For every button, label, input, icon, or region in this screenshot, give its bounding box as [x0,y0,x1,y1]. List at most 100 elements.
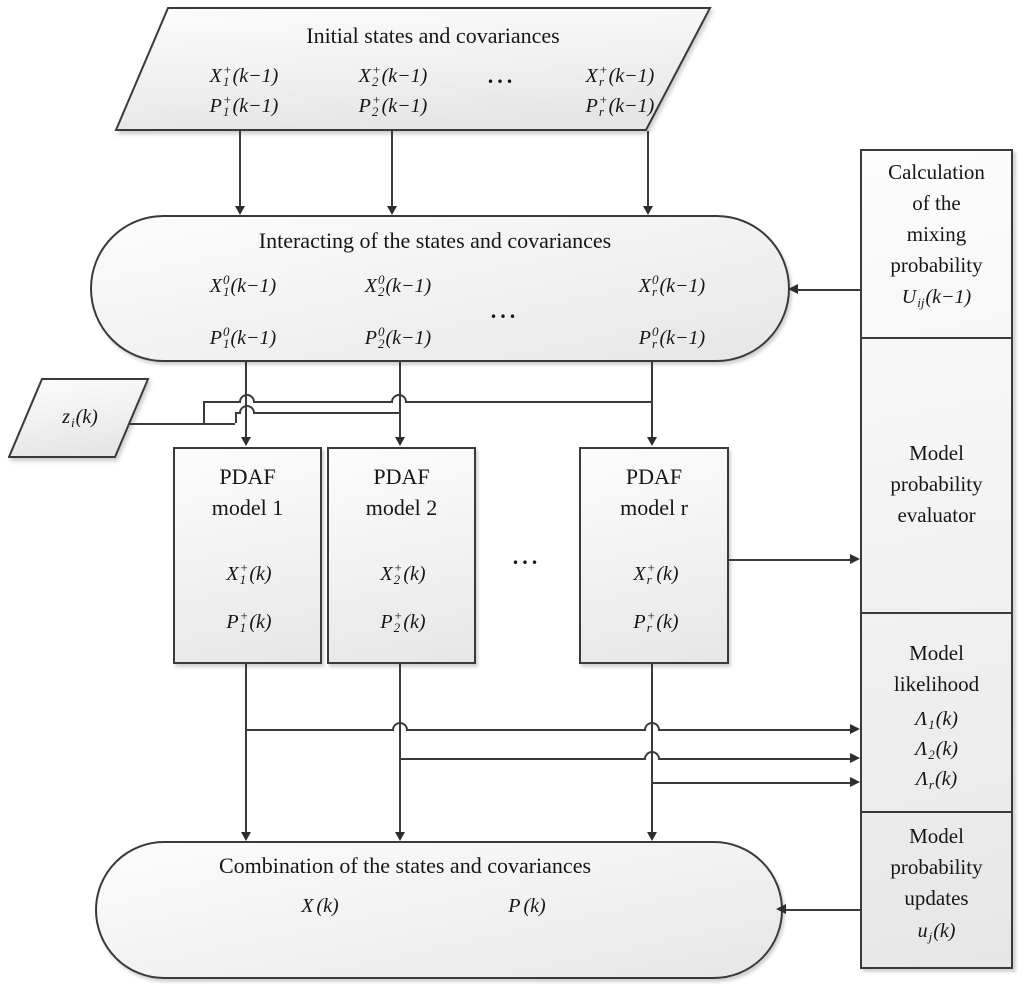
arrowhead-mixing-to-interacting [788,284,798,294]
interacting-content: Interacting of the states and covariance… [90,215,790,362]
combination-title: Combination of the states and covariance… [218,853,592,878]
interacting-stadium [90,215,790,362]
initial-states-content: Initial states and covariances X+1(k−1) … [113,7,713,131]
connector-pdafr-to-evaluator [729,559,851,561]
parallelogram-outline [114,7,712,131]
arrowhead-combination-3 [647,832,657,841]
line-jump-likelihood-2 [644,751,660,760]
arrowhead-likelihood-2 [850,753,860,763]
connector-measurement-lower-b [255,412,400,414]
math-p2-initial: P+2(k−1) [358,92,428,119]
pdaf-1-line2: model 1 [211,495,284,520]
math-x1-pdaf: X+1(k) [226,560,272,587]
connector-measurement-riser-1 [203,401,205,423]
initial-states-title: Initial states and covariances [306,23,560,48]
measurement-outline [7,378,150,458]
mixing-line-3: mixing [906,222,967,246]
arrowhead-pdaf-1 [241,437,251,446]
connector-pdafr-to-combination [651,664,653,832]
connector-likelihood-1c [660,729,851,731]
evaluator-line-3: evaluator [897,503,976,527]
math-p-combination: P(k) [508,895,546,917]
updates-line-2: probability [890,855,983,879]
arrowhead-combination-1 [241,832,251,841]
math-x2-pdaf: X+2(k) [380,560,426,587]
connector-pdaf1-to-combination [245,664,247,832]
pdaf-model-1-box: PDAF model 1 X+1(k) P+1(k) [173,447,322,664]
arrowhead-interacting-2 [387,206,397,215]
connector-pdaf2-to-combination [399,664,401,832]
line-jump-upper-2 [391,394,407,403]
arrowhead-updates-to-combination [776,904,786,914]
math-x1-initial: X+1(k−1) [209,62,279,89]
arrowhead-interacting-1 [235,206,245,215]
connector-initial-to-interacting-2 [391,131,393,206]
pdaf-model-r-box: PDAF model r X+r(k) P+r(k) [579,447,729,664]
arrowhead-interacting-3 [643,206,653,215]
connector-initial-to-interacting-3 [647,131,649,206]
evaluator-line-1: Model [909,441,964,465]
ellipsis-initial: ... [487,63,517,88]
ellipsis-pdaf: ... [512,544,542,569]
math-xr-initial: X+r(k−1) [585,62,655,89]
mixing-line-1: Calculation [888,160,985,184]
evaluator-line-2: probability [890,472,983,496]
line-jump-upper-1 [239,394,255,403]
arrowhead-likelihood-3 [850,777,860,787]
connector-likelihood-3 [652,782,851,784]
initial-states-parallelogram [113,7,713,131]
connector-initial-to-interacting-1 [239,131,241,206]
math-x2-initial: X+2(k−1) [358,62,428,89]
arrowhead-likelihood-1 [850,724,860,734]
updates-line-1: Model [909,824,964,848]
pdaf-2-line2: model 2 [365,495,438,520]
line-jump-likelihood-1a [392,722,408,731]
connector-measurement-upper-a [203,401,239,403]
pdaf-model-2-box: PDAF model 2 X+2(k) P+2(k) [327,447,476,664]
connector-measurement-upper-b [255,401,391,403]
math-p1-pdaf: P+1(k) [226,608,272,635]
combination-content: Combination of the states and covariance… [95,841,783,979]
math-p1-initial: P+1(k−1) [209,92,279,119]
pdaf-r-line1: PDAF [625,464,683,489]
math-xr-pdaf: X+r(k) [633,560,679,587]
arrowhead-pdaf-r [647,437,657,446]
connector-likelihood-1b [408,729,644,731]
pdaf-2-line1: PDAF [373,464,430,489]
math-x-combination: X(k) [301,895,339,917]
math-pr-initial: P+r(k−1) [585,92,655,119]
connector-likelihood-1a [246,729,392,731]
combination-stadium [95,841,783,979]
arrowhead-pdaf-2 [395,437,405,446]
connector-mixing-to-interacting [797,289,860,291]
line-jump-likelihood-1b [644,722,660,731]
line-jump-lower-1 [239,405,255,414]
connector-interacting-to-pdaf-r [651,362,653,437]
updates-line-3: updates [904,886,969,910]
connector-likelihood-2a [400,758,644,760]
connector-measurement-main [130,423,235,425]
connector-measurement-lower-a [235,412,239,414]
arrowhead-evaluator [850,554,860,564]
arrowhead-combination-2 [395,832,405,841]
pdaf-1-line1: PDAF [219,464,276,489]
connector-measurement-upper-c [407,401,652,403]
math-p2-pdaf: P+2(k) [380,608,426,635]
